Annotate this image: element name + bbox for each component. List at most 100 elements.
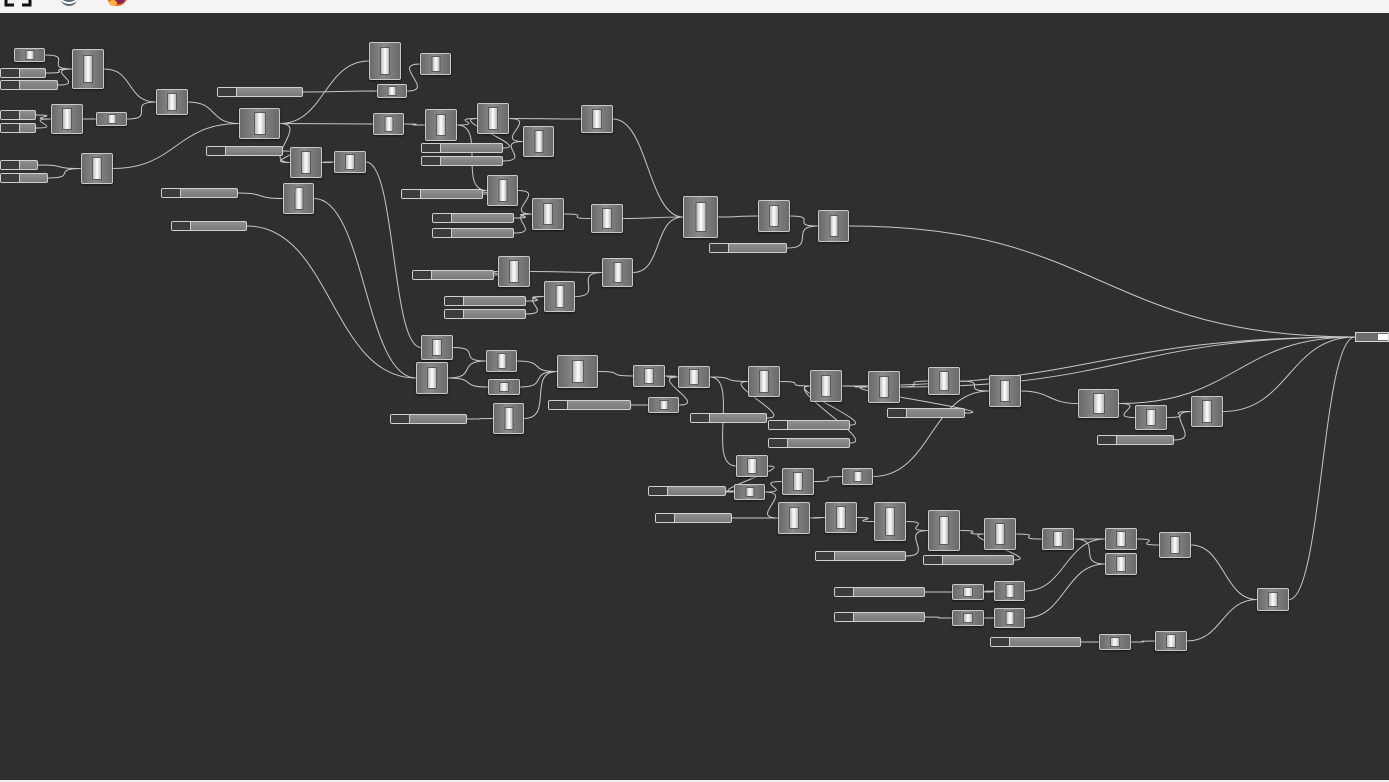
- shader-node[interactable]: [994, 581, 1025, 601]
- shader-node[interactable]: [633, 365, 665, 387]
- shader-node[interactable]: [1105, 528, 1137, 550]
- output-node[interactable]: [1355, 332, 1389, 342]
- shader-node[interactable]: [488, 379, 520, 395]
- shader-node[interactable]: [748, 366, 780, 397]
- firefox-icon[interactable]: [104, 0, 130, 7]
- parameter-slider[interactable]: [0, 68, 46, 78]
- parameter-slider[interactable]: [206, 146, 283, 156]
- parameter-slider[interactable]: [171, 221, 247, 231]
- shader-node[interactable]: [1105, 553, 1137, 575]
- fullscreen-icon[interactable]: [4, 0, 32, 7]
- shader-node[interactable]: [532, 198, 564, 230]
- parameter-slider[interactable]: [923, 555, 1014, 565]
- shader-node[interactable]: [1155, 631, 1187, 651]
- shader-node[interactable]: [810, 370, 842, 402]
- shader-node[interactable]: [825, 502, 857, 533]
- parameter-slider[interactable]: [444, 296, 526, 306]
- shader-node[interactable]: [648, 397, 679, 413]
- parameter-slider[interactable]: [648, 486, 726, 496]
- shader-node[interactable]: [736, 455, 768, 477]
- shader-node[interactable]: [683, 196, 718, 238]
- shader-node[interactable]: [591, 204, 623, 233]
- parameter-slider[interactable]: [401, 189, 483, 199]
- shader-node[interactable]: [994, 608, 1025, 628]
- shader-node[interactable]: [239, 108, 280, 139]
- shader-node[interactable]: [498, 256, 530, 287]
- parameter-slider[interactable]: [834, 612, 925, 622]
- parameter-slider[interactable]: [421, 156, 503, 166]
- shader-node[interactable]: [928, 510, 960, 551]
- parameter-slider[interactable]: [768, 438, 850, 448]
- parameter-slider[interactable]: [887, 408, 965, 418]
- shader-node[interactable]: [581, 105, 613, 133]
- shader-node[interactable]: [334, 151, 366, 173]
- shader-node[interactable]: [523, 126, 554, 157]
- shader-node[interactable]: [487, 175, 518, 206]
- parameter-slider[interactable]: [421, 143, 503, 153]
- shader-node[interactable]: [778, 502, 810, 534]
- globe-icon[interactable]: [58, 0, 80, 7]
- parameter-slider[interactable]: [815, 551, 906, 561]
- parameter-slider[interactable]: [834, 587, 925, 597]
- parameter-slider[interactable]: [432, 213, 514, 223]
- parameter-slider[interactable]: [690, 413, 767, 423]
- shader-node[interactable]: [782, 468, 814, 495]
- shader-node[interactable]: [818, 210, 849, 242]
- shader-node[interactable]: [1191, 396, 1223, 427]
- shader-node[interactable]: [377, 84, 407, 98]
- shader-node[interactable]: [544, 281, 575, 312]
- shader-node[interactable]: [486, 350, 517, 372]
- shader-node[interactable]: [678, 366, 710, 388]
- shader-node[interactable]: [602, 258, 633, 287]
- shader-node[interactable]: [1135, 405, 1167, 430]
- shader-node[interactable]: [290, 147, 322, 178]
- parameter-slider[interactable]: [768, 420, 850, 430]
- shader-node[interactable]: [1042, 528, 1074, 550]
- shader-node[interactable]: [96, 112, 127, 126]
- shader-node[interactable]: [734, 484, 765, 500]
- parameter-slider[interactable]: [709, 243, 787, 253]
- shader-node[interactable]: [493, 403, 524, 434]
- parameter-slider[interactable]: [161, 188, 238, 198]
- shader-node[interactable]: [425, 109, 457, 141]
- shader-node[interactable]: [1257, 588, 1289, 611]
- shader-node[interactable]: [758, 200, 790, 232]
- shader-node[interactable]: [868, 371, 900, 403]
- shader-node[interactable]: [874, 502, 906, 541]
- shader-node[interactable]: [14, 48, 45, 62]
- parameter-slider[interactable]: [412, 270, 494, 280]
- shader-node[interactable]: [72, 49, 104, 89]
- shader-node[interactable]: [477, 103, 509, 134]
- shader-node[interactable]: [1078, 389, 1119, 418]
- parameter-slider[interactable]: [0, 110, 36, 120]
- shader-node[interactable]: [283, 183, 314, 214]
- shader-node[interactable]: [420, 53, 451, 75]
- shader-node[interactable]: [369, 42, 401, 80]
- node-editor-canvas[interactable]: [0, 13, 1389, 780]
- parameter-slider[interactable]: [0, 173, 48, 183]
- parameter-slider[interactable]: [217, 87, 303, 97]
- parameter-slider[interactable]: [548, 400, 631, 410]
- parameter-slider[interactable]: [1097, 435, 1174, 445]
- parameter-slider[interactable]: [0, 160, 38, 170]
- shader-node[interactable]: [51, 104, 83, 134]
- shader-node[interactable]: [952, 610, 984, 626]
- shader-node[interactable]: [557, 355, 598, 388]
- parameter-slider[interactable]: [990, 637, 1081, 647]
- shader-node[interactable]: [416, 362, 448, 394]
- shader-node[interactable]: [984, 518, 1016, 550]
- shader-node[interactable]: [156, 89, 188, 115]
- parameter-slider[interactable]: [0, 123, 36, 133]
- shader-node[interactable]: [81, 153, 113, 184]
- parameter-slider[interactable]: [390, 414, 467, 424]
- shader-node[interactable]: [989, 375, 1021, 407]
- parameter-slider[interactable]: [444, 309, 526, 319]
- shader-node[interactable]: [373, 113, 404, 135]
- parameter-slider[interactable]: [655, 513, 732, 523]
- shader-node[interactable]: [1159, 532, 1191, 558]
- parameter-slider[interactable]: [0, 80, 58, 90]
- shader-node[interactable]: [421, 335, 453, 360]
- shader-node[interactable]: [1099, 634, 1131, 650]
- shader-node[interactable]: [952, 584, 984, 600]
- shader-node[interactable]: [928, 367, 960, 395]
